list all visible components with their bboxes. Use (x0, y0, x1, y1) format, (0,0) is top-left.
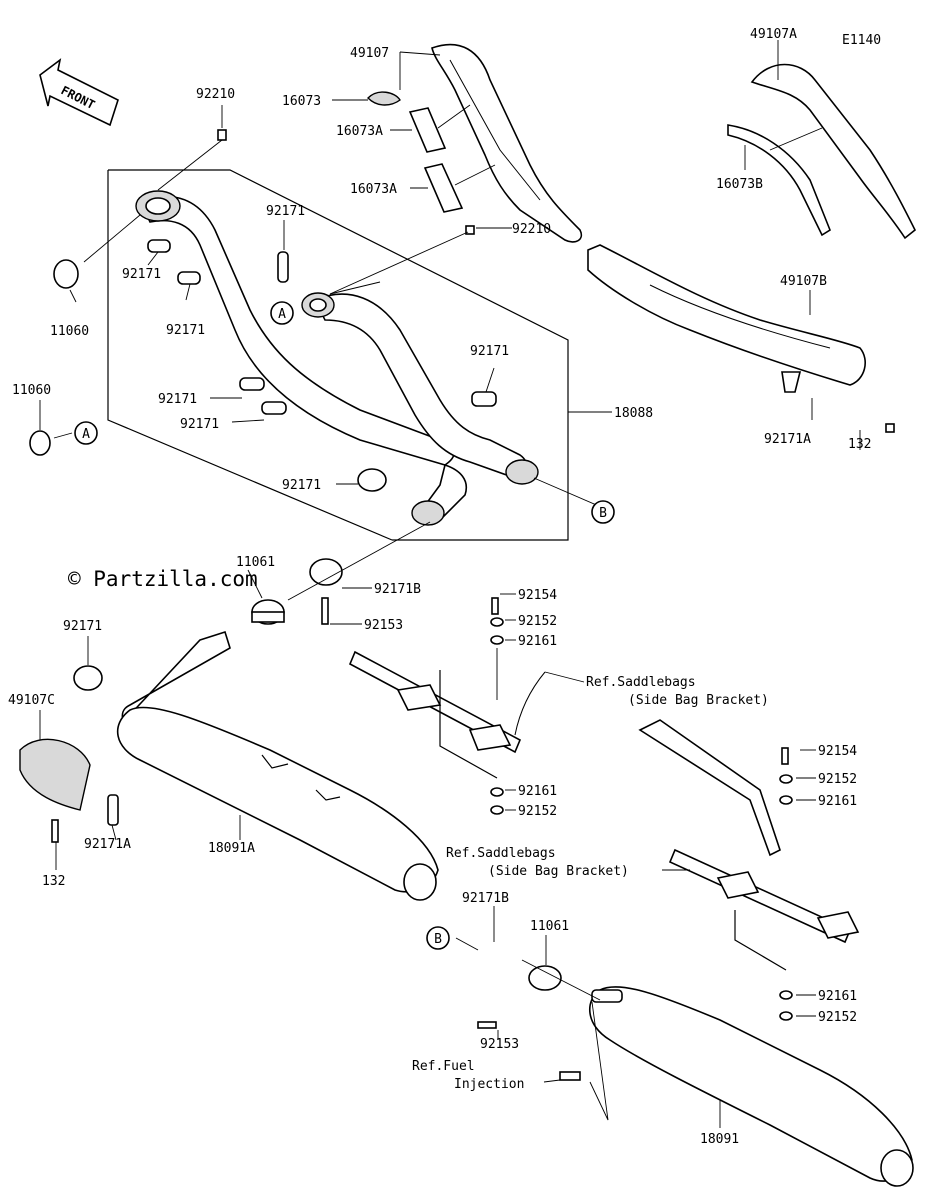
label-92171-e: 92171 (266, 204, 305, 219)
label-92171-b: 92171 (166, 323, 205, 338)
label-49107: 49107 (350, 46, 389, 61)
heat-cover-49107B (587, 244, 866, 386)
callout-B-lower: B (426, 926, 450, 950)
label-ref-saddlebags-1b: (Side Bag Bracket) (628, 693, 769, 708)
callout-A-lower: A (74, 421, 98, 445)
label-92171-f: 92171 (470, 344, 509, 359)
label-92161-1: 92161 (518, 634, 557, 649)
label-92210-mid: 92210 (512, 222, 551, 237)
label-92153-2: 92153 (480, 1037, 519, 1052)
label-92171-d: 92171 (180, 417, 219, 432)
label-16073B: 16073B (716, 177, 763, 192)
label-49107C: 49107C (8, 693, 55, 708)
label-11061-2: 11061 (530, 919, 569, 934)
watermark: © Partzilla.com (68, 567, 258, 591)
label-92171B-2: 92171B (462, 891, 509, 906)
label-16073A-1: 16073A (336, 124, 383, 139)
gasket-11060-upper (53, 259, 79, 289)
label-92152-3: 92152 (818, 772, 857, 787)
saddlebag-bracket-upper (348, 597, 546, 815)
label-92152-4: 92152 (818, 1010, 857, 1025)
assembly-bracket-18088 (107, 169, 612, 541)
label-92152-2: 92152 (518, 804, 557, 819)
label-11061-1: 11061 (236, 555, 275, 570)
label-92152-1: 92152 (518, 614, 557, 629)
callout-B-upper-label: B (599, 506, 607, 521)
label-92171-g: 92171 (282, 478, 321, 493)
label-16073A-2: 16073A (350, 182, 397, 197)
fasteners (217, 129, 895, 1081)
saddlebag-bracket-lower (638, 719, 860, 1021)
callout-B-upper: B (591, 500, 615, 524)
label-18091: 18091 (700, 1132, 739, 1147)
label-92171A-2: 92171A (84, 837, 131, 852)
label-ref-saddlebags-2b: (Side Bag Bracket) (488, 864, 629, 879)
label-49107B: 49107B (780, 274, 827, 289)
label-11060-1: 11060 (50, 324, 89, 339)
label-ref-saddlebags-2a: Ref.Saddlebags (446, 846, 556, 861)
label-11060-2: 11060 (12, 383, 51, 398)
label-16073: 16073 (282, 94, 321, 109)
label-92171-c: 92171 (158, 392, 197, 407)
label-ref-fuel-a: Ref.Fuel (412, 1059, 475, 1074)
label-92161-3: 92161 (818, 794, 857, 809)
sleeve-11061-lower (528, 965, 562, 991)
heat-cover-49107A (750, 63, 917, 240)
label-18091A: 18091A (208, 841, 255, 856)
leader-lines (39, 40, 861, 1128)
label-92171A-1: 92171A (764, 432, 811, 447)
muffler-18091A (116, 630, 439, 901)
heat-cover-49107 (431, 43, 583, 243)
heat-shield-16073 (367, 91, 401, 106)
muffler-18091 (588, 986, 914, 1187)
front-arrow-icon: FRONT (39, 58, 119, 127)
label-92171-a: 92171 (122, 267, 161, 282)
label-92154-1: 92154 (518, 588, 557, 603)
sleeve-11061-upper (251, 599, 285, 625)
clamp-92171-set (73, 239, 497, 691)
label-ref-fuel-b: Injection (454, 1077, 524, 1092)
callout-A-lower-label: A (82, 427, 90, 442)
clamp-92171B-upper (309, 558, 343, 586)
label-132-2: 132 (42, 874, 65, 889)
heat-shield-16073A (408, 107, 464, 213)
heat-shield-16073B (727, 124, 831, 237)
rear-header-pipe (301, 292, 539, 526)
label-18088: 18088 (614, 406, 653, 421)
label-132-1: 132 (848, 437, 871, 452)
part-labels: 92210 49107 16073 16073A 16073A 49107A 1… (8, 27, 871, 1147)
label-92171-h: 92171 (63, 619, 102, 634)
label-92210-top: 92210 (196, 87, 235, 102)
callout-A-upper: A (270, 301, 294, 325)
gasket-11060-lower (29, 430, 51, 456)
label-92153-1: 92153 (364, 618, 403, 633)
callout-A-upper-label: A (278, 307, 286, 322)
label-92171B-1: 92171B (374, 582, 421, 597)
label-92161-2: 92161 (518, 784, 557, 799)
label-92161-4: 92161 (818, 989, 857, 1004)
diagram-code: E1140 (842, 33, 881, 48)
tip-cover-49107C (19, 738, 119, 843)
callout-B-lower-label: B (434, 932, 442, 947)
label-ref-saddlebags-1a: Ref.Saddlebags (586, 675, 696, 690)
label-49107A: 49107A (750, 27, 797, 42)
label-92154-2: 92154 (818, 744, 857, 759)
